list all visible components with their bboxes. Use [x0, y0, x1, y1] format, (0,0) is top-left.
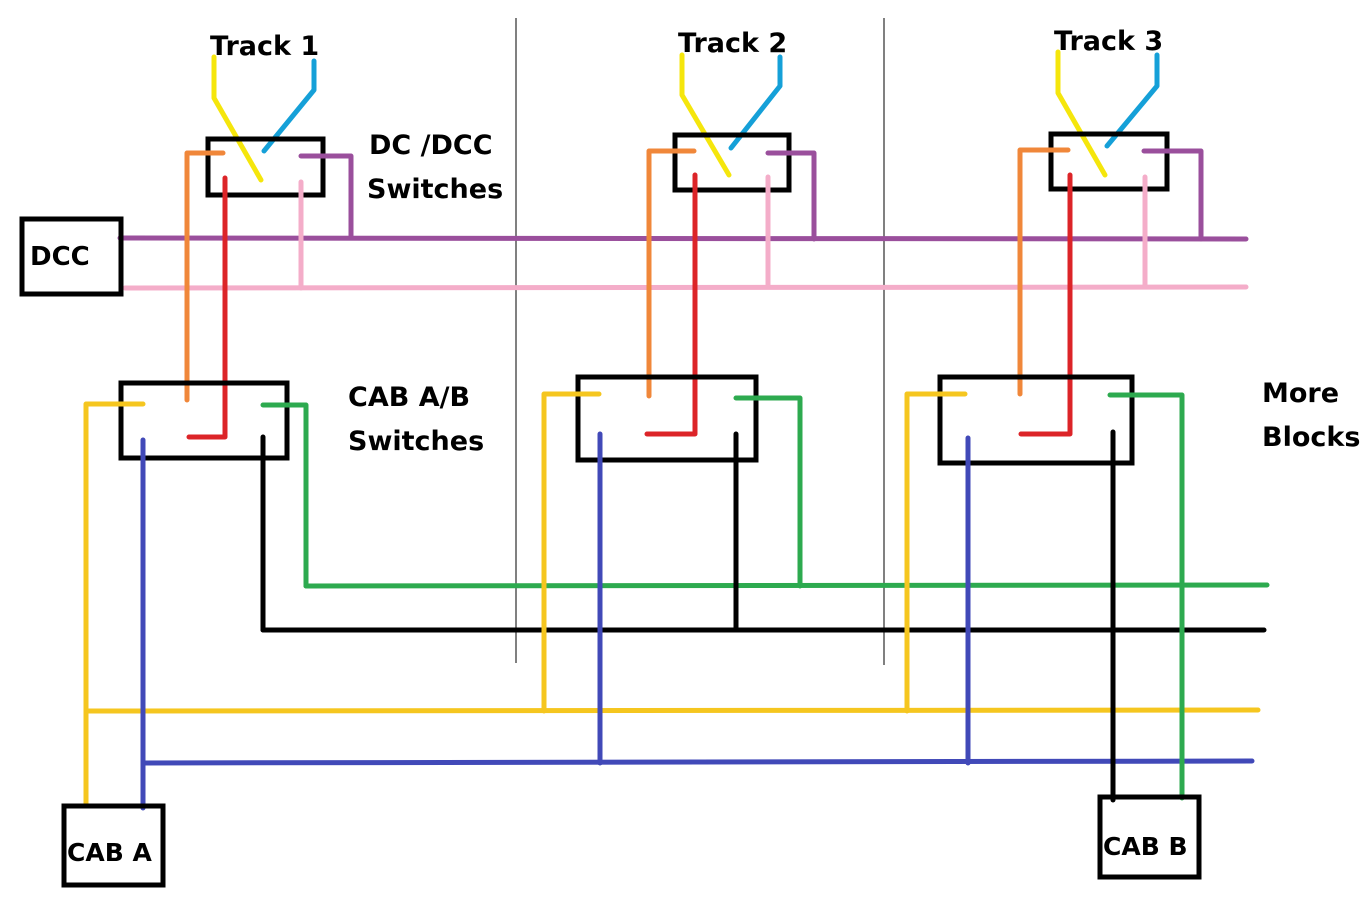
switch-2-yellow-tap [541, 391, 602, 714]
track-3-label: Track 3 [1054, 26, 1163, 57]
track-2-rail-yellow [679, 52, 732, 178]
block-2 [541, 52, 817, 766]
dc-dcc-switch-3[interactable] [1048, 131, 1170, 192]
cab-a-label: CAB A [67, 838, 152, 867]
switch-3-orange-link [1017, 147, 1071, 397]
track-2-rail-blue [728, 54, 783, 151]
switch-2-orange-link [646, 148, 697, 399]
cab-b-label: CAB B [1103, 832, 1188, 861]
switch-3-red-link [1018, 172, 1073, 437]
cab-a-bus-yellow [83, 707, 1261, 714]
track-1-rail-yellow [211, 54, 264, 183]
track-3-rail-blue [1104, 52, 1160, 149]
dc-dcc-switches-label-line1: DC /DCC [369, 130, 493, 161]
switch-1-orange-link [184, 150, 226, 403]
block-3 [904, 49, 1204, 803]
more-blocks-label-line2: Blocks [1262, 422, 1360, 453]
dc-dcc-switch-2[interactable] [672, 132, 792, 193]
cab-ab-switches-label-line2: Switches [348, 426, 484, 457]
track-1-rail-blue [261, 58, 317, 154]
switch-3-yellow-tap [904, 391, 968, 714]
track-1-label: Track 1 [210, 31, 319, 62]
switch-3-green-tap [1107, 392, 1185, 801]
switch-1-green-tap [260, 402, 309, 589]
switch-2-purple-tap [765, 150, 817, 242]
more-blocks-label-line1: More [1262, 378, 1339, 409]
cab-b-bus-green [303, 582, 1270, 589]
track-3-rail-yellow [1055, 49, 1108, 178]
cab-ab-switch-3[interactable] [937, 374, 1135, 466]
cab-a-box[interactable] [61, 803, 166, 888]
dcc-label: DCC [30, 242, 90, 272]
dcc-bus-purple [117, 235, 1249, 242]
cab-buses [83, 582, 1270, 766]
track-2-label: Track 2 [678, 28, 787, 59]
cab-ab-switch-1[interactable] [118, 380, 290, 461]
dcc-bus-pink [122, 284, 1249, 291]
cab-a-bus-blue [140, 758, 1255, 766]
dc-dcc-switch-1[interactable] [205, 136, 326, 198]
dcc-bus [117, 235, 1249, 291]
dcc-source-box[interactable] [19, 216, 124, 297]
switch-1-red-link [186, 175, 228, 440]
cab-b-box[interactable] [1097, 794, 1202, 880]
switch-1-purple-tap [298, 153, 354, 241]
switch-2-red-link [644, 172, 698, 437]
cab-ab-switches-label-line1: CAB A/B [348, 382, 470, 413]
switch-1-yellow-tap [83, 401, 146, 807]
switch-2-green-tap [733, 395, 803, 589]
switch-3-purple-tap [1141, 148, 1204, 242]
cab-ab-switch-2[interactable] [575, 374, 759, 463]
block-1 [83, 54, 354, 811]
dc-dcc-switches-label-line2: Switches [367, 174, 503, 205]
